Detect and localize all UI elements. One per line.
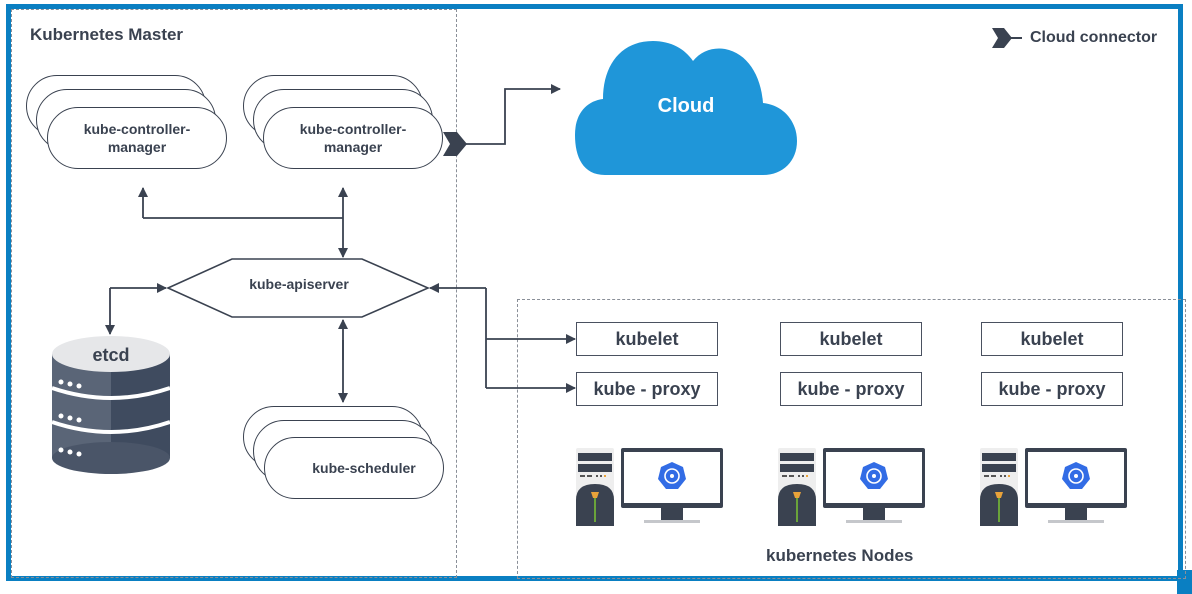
nodes-region	[517, 299, 1186, 579]
controller-manager-1-label: kube-controller- manager	[47, 107, 227, 169]
etcd-database-icon[interactable]	[51, 336, 171, 476]
frame-corner-marker	[1177, 570, 1192, 594]
node-2-computer-icon	[778, 448, 925, 526]
cloud-connector-icon	[443, 132, 467, 156]
node-3-kubelet[interactable]: kubelet	[981, 322, 1123, 356]
controller-manager-2-label: kube-controller- manager	[263, 107, 443, 169]
master-region	[11, 9, 457, 578]
node-2-kube-proxy[interactable]: kube - proxy	[780, 372, 922, 406]
controller-manager-2[interactable]	[263, 107, 443, 169]
apiserver-hexagon[interactable]	[166, 257, 430, 319]
controller-manager-1-line2: manager	[107, 139, 167, 155]
node-3-computer-icon	[980, 448, 1127, 526]
etcd-label: etcd	[92, 345, 130, 365]
cloud-shape[interactable]	[575, 35, 807, 177]
controller-manager-1-line1: kube-controller-	[83, 121, 191, 137]
legend: Cloud connector	[992, 28, 1157, 48]
node-1-kubelet[interactable]: kubelet	[576, 322, 718, 356]
apiserver-label: kube-apiserver	[249, 276, 349, 292]
legend-label: Cloud connector	[1030, 29, 1158, 46]
controller-manager-1[interactable]	[47, 107, 227, 169]
controller-manager-2-line1: kube-controller-	[299, 121, 407, 137]
scheduler-label: kube-scheduler	[312, 460, 416, 476]
controller-manager-2-line2: manager	[323, 139, 383, 155]
cloud-body	[575, 41, 797, 175]
edge-connector-cloud	[464, 84, 561, 145]
node-1-kube-proxy[interactable]: kube - proxy	[576, 372, 718, 406]
node-3-kube-proxy[interactable]: kube - proxy	[981, 372, 1123, 406]
kube-scheduler[interactable]	[264, 437, 444, 499]
node-1-computer-icon	[576, 448, 723, 526]
node-2-kubelet[interactable]: kubelet	[780, 322, 922, 356]
nodes-title: kubernetes Nodes	[766, 546, 914, 565]
cloud-connector-legend-icon	[992, 28, 1022, 48]
cloud-label: Cloud	[657, 95, 715, 117]
master-title: Kubernetes Master	[30, 25, 184, 44]
